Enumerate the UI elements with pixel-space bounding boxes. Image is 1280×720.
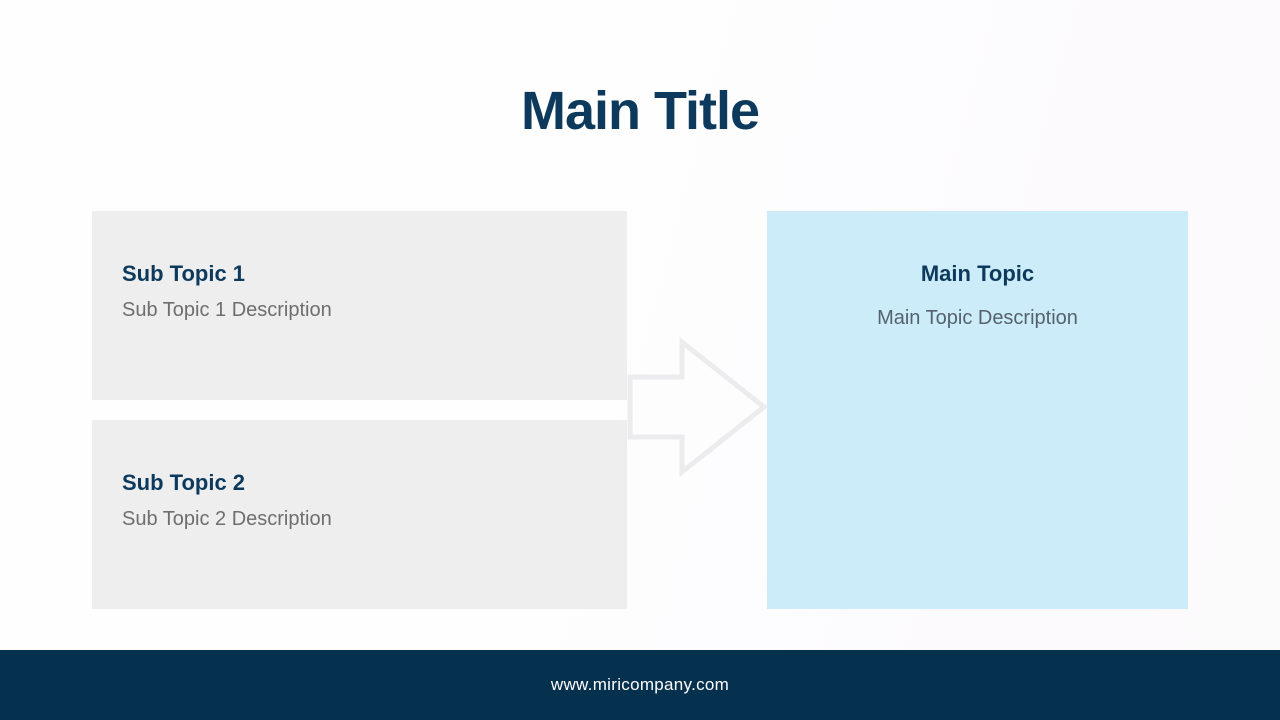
sub-topic-2-card: Sub Topic 2 Sub Topic 2 Description — [92, 420, 627, 609]
sub-topic-2-title: Sub Topic 2 — [122, 470, 246, 495]
footer-url: www.miricompany.com — [550, 675, 730, 694]
sub-topic-1-title: Sub Topic 1 — [122, 261, 246, 286]
sub-topic-1-card: Sub Topic 1 Sub Topic 1 Description — [92, 211, 627, 400]
main-topic-description: Main Topic Description — [877, 307, 1078, 329]
main-topic-card: Main Topic Main Topic Description — [767, 211, 1188, 609]
sub-topic-1-description: Sub Topic 1 Description — [122, 299, 332, 321]
sub-topic-2-description: Sub Topic 2 Description — [122, 508, 332, 530]
main-topic-title: Main Topic — [920, 261, 1035, 286]
footer-bar: www.miricompany.com — [0, 650, 1280, 720]
right-arrow-icon — [627, 337, 767, 477]
page-title: Main Title — [520, 81, 760, 141]
